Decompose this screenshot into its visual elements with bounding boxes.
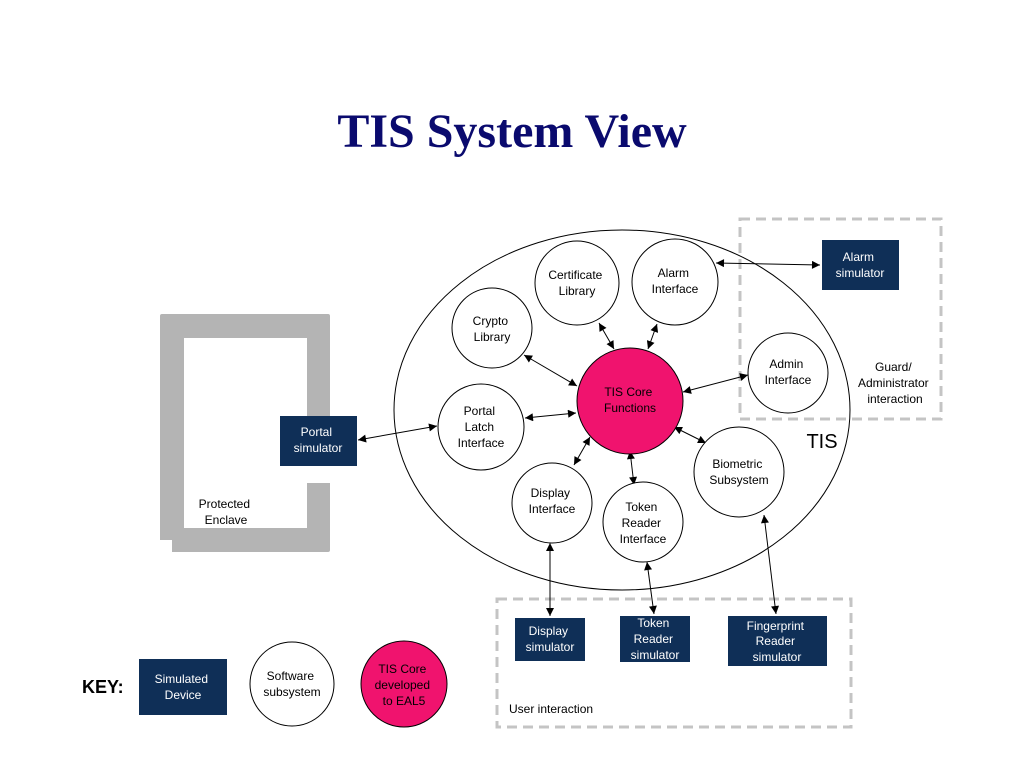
- svg-text:Alarm Interface: Alarm Interface: [652, 266, 699, 296]
- key-simulated-device: Simulated Device: [139, 659, 227, 715]
- svg-text:TIS Core developed: TIS Core developed to EAL5: [375, 662, 434, 708]
- user-interaction-label: User interaction: [509, 702, 593, 716]
- biometric-subsystem: Biometric Subsystem: [693, 426, 785, 518]
- svg-text:Crypto Library: Crypto Library: [473, 314, 512, 344]
- token-reader-simulator: Token Reader simulator: [620, 616, 690, 662]
- svg-text:Alarm simulator: Alarm simulator: [836, 250, 885, 280]
- svg-text:Simulated Device: Simulated Device: [155, 672, 212, 702]
- svg-text:TIS Core Functions: TIS Core Functions: [604, 385, 656, 415]
- fingerprint-reader-simulator: Fingerprint Reader simulator: [728, 616, 827, 666]
- svg-text:Token Reader Inter: Token Reader Interface: [620, 500, 667, 546]
- tis-label: TIS: [806, 431, 837, 453]
- svg-text:Token Reader simul: Token Reader simulator: [631, 616, 680, 662]
- crypto-library: Crypto Library: [451, 287, 533, 369]
- key-software-subsystem: Software subsystem: [249, 641, 335, 727]
- guard-label: Guard/ Administrator interaction: [858, 360, 932, 406]
- svg-text:Portal Latch Inter: Portal Latch Interface: [458, 404, 505, 450]
- admin-interface: Admin Interface: [747, 332, 829, 414]
- key-legend: KEY: Simulated Device Software subsystem…: [82, 640, 448, 728]
- key-tis-core: TIS Core developed to EAL5: [360, 640, 448, 728]
- svg-text:Software subsystem: Software subsystem: [263, 669, 320, 699]
- connectors: [357, 259, 821, 616]
- svg-text:Biometric Subsystem: Biometric Subsystem: [709, 457, 768, 487]
- portal-simulator: Portal simulator: [280, 416, 357, 466]
- certificate-library: Certificate Library: [534, 240, 620, 326]
- user-interaction-area: User interaction: [495, 597, 853, 729]
- svg-text:Fingerprint Reader: Fingerprint Reader simulator: [747, 619, 808, 664]
- portal-latch-interface: Portal Latch Interface: [437, 383, 525, 471]
- guard-area: Guard/ Administrator interaction: [738, 217, 943, 421]
- key-label: KEY:: [82, 677, 124, 697]
- alarm-interface: Alarm Interface: [631, 238, 719, 326]
- svg-text:Certificate Library: Certificate Library: [548, 268, 605, 298]
- svg-text:Display simulator: Display simulator: [526, 624, 575, 654]
- display-simulator: Display simulator: [515, 618, 585, 661]
- enclave-label: Protected Enclave: [199, 497, 254, 527]
- svg-text:Admin Interface: Admin Interface: [765, 357, 812, 387]
- tis-core-functions: TIS Core Functions: [576, 347, 684, 455]
- display-interface: Display Interface: [511, 462, 593, 544]
- page-title: TIS System View: [337, 105, 687, 158]
- svg-text:Portal simulator: Portal simulator: [294, 425, 343, 455]
- token-reader-interface: Token Reader Interface: [602, 481, 684, 563]
- tis-boundary: [393, 229, 851, 591]
- svg-text:Display Interface: Display Interface: [529, 486, 576, 516]
- alarm-simulator: Alarm simulator: [822, 240, 899, 290]
- protected-enclave: Protected Enclave: [160, 314, 330, 552]
